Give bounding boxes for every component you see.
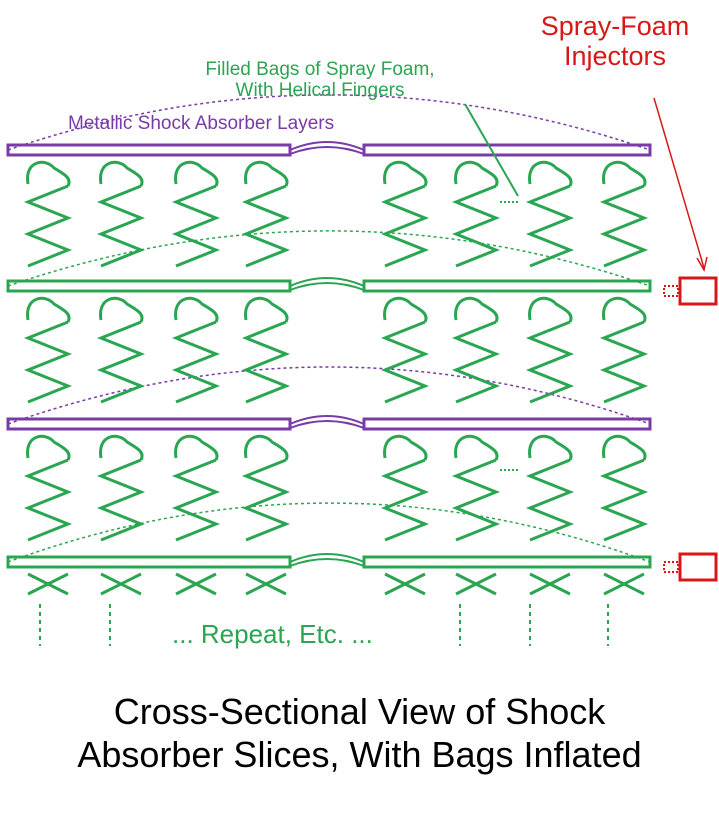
shock-plate-left bbox=[6, 417, 292, 431]
finger-bulb bbox=[602, 296, 647, 323]
finger-stub bbox=[27, 572, 69, 596]
finger-bulb bbox=[244, 434, 289, 461]
injector-leader-line bbox=[653, 97, 705, 269]
finger-bulb bbox=[454, 434, 499, 461]
shock-plate-right bbox=[362, 143, 652, 157]
caption-line1: Cross-Sectional View of Shock bbox=[113, 691, 606, 732]
finger-bulb bbox=[244, 296, 289, 323]
shock-plate-right bbox=[362, 555, 652, 569]
injectors-label-line1: Spray-Foam bbox=[540, 11, 690, 41]
finger-stub bbox=[455, 572, 497, 596]
repeat-label: ... Repeat, Etc. ... bbox=[172, 619, 373, 649]
plate-center-bulge bbox=[289, 277, 365, 291]
injectors-label-line2: Injectors bbox=[563, 40, 667, 71]
helical-finger bbox=[380, 184, 430, 268]
injector-nozzle bbox=[663, 285, 679, 297]
finger-bulb bbox=[602, 160, 647, 187]
spray-foam-injector bbox=[678, 276, 718, 306]
helical-finger bbox=[380, 458, 430, 542]
helical-finger bbox=[96, 458, 146, 542]
helical-finger bbox=[451, 320, 501, 404]
helical-finger bbox=[525, 458, 575, 542]
finger-bulb bbox=[26, 434, 71, 461]
caption-line2: Absorber Slices, With Bags Inflated bbox=[77, 734, 642, 776]
bags-label-line1: Filled Bags of Spray Foam, bbox=[205, 59, 435, 80]
plate-center-bulge bbox=[289, 141, 365, 155]
diagram-caption: Cross-Sectional View of Shock Absorber S… bbox=[0, 690, 719, 776]
finger-bulb bbox=[174, 296, 219, 323]
finger-bulb bbox=[528, 434, 573, 461]
helical-finger bbox=[525, 184, 575, 268]
bag-outline-arc bbox=[7, 94, 651, 151]
finger-stub bbox=[384, 572, 426, 596]
shock-plate-left bbox=[6, 143, 292, 157]
bags-leader-line bbox=[464, 103, 519, 197]
helical-finger bbox=[525, 320, 575, 404]
helical-finger bbox=[451, 184, 501, 268]
finger-bulb bbox=[383, 296, 428, 323]
finger-stub bbox=[100, 572, 142, 596]
finger-bulb bbox=[99, 434, 144, 461]
plate-center-bulge bbox=[289, 553, 365, 567]
helical-finger bbox=[23, 458, 73, 542]
helical-finger bbox=[241, 458, 291, 542]
helical-finger bbox=[380, 320, 430, 404]
helical-finger bbox=[23, 320, 73, 404]
bags-label-line2: With Helical Fingers bbox=[235, 79, 405, 101]
bag-outline-arc bbox=[7, 366, 651, 425]
helical-finger bbox=[96, 320, 146, 404]
helical-finger bbox=[171, 458, 221, 542]
finger-stub bbox=[603, 572, 645, 596]
bag-outline-arc bbox=[7, 230, 651, 287]
helical-finger bbox=[171, 184, 221, 268]
finger-stub bbox=[529, 572, 571, 596]
helical-finger bbox=[599, 184, 649, 268]
helical-finger bbox=[171, 320, 221, 404]
helical-finger bbox=[23, 184, 73, 268]
injector-nozzle bbox=[663, 561, 679, 573]
finger-bulb bbox=[528, 160, 573, 187]
filled-bags-label: Filled Bags of Spray Foam, With Helical … bbox=[150, 59, 490, 102]
finger-bulb bbox=[454, 160, 499, 187]
finger-bulb bbox=[244, 160, 289, 187]
helical-finger bbox=[599, 458, 649, 542]
finger-bulb bbox=[383, 434, 428, 461]
finger-bulb bbox=[602, 434, 647, 461]
helical-finger bbox=[451, 458, 501, 542]
shock-plate-left bbox=[6, 555, 292, 569]
helical-finger bbox=[599, 320, 649, 404]
helical-finger bbox=[241, 184, 291, 268]
shock-plate-left bbox=[6, 279, 292, 293]
finger-bulb bbox=[528, 296, 573, 323]
shock-plate-right bbox=[362, 279, 652, 293]
finger-stub bbox=[245, 572, 287, 596]
finger-bulb bbox=[174, 160, 219, 187]
finger-bulb bbox=[26, 296, 71, 323]
spray-foam-injector bbox=[678, 552, 718, 582]
finger-bulb bbox=[383, 160, 428, 187]
finger-bulb bbox=[99, 160, 144, 187]
finger-bulb bbox=[174, 434, 219, 461]
helical-finger bbox=[96, 184, 146, 268]
injector-leader-arrowhead bbox=[696, 256, 708, 273]
finger-bulb bbox=[99, 296, 144, 323]
spray-foam-injectors-label: Spray-Foam Injectors bbox=[520, 11, 710, 71]
finger-stub bbox=[175, 572, 217, 596]
helical-finger bbox=[241, 320, 291, 404]
metallic-layers-label: Metallic Shock Absorber Layers bbox=[68, 113, 335, 134]
finger-bulb bbox=[454, 296, 499, 323]
finger-bulb bbox=[26, 160, 71, 187]
plate-center-bulge bbox=[289, 415, 365, 429]
shock-plate-right bbox=[362, 417, 652, 431]
